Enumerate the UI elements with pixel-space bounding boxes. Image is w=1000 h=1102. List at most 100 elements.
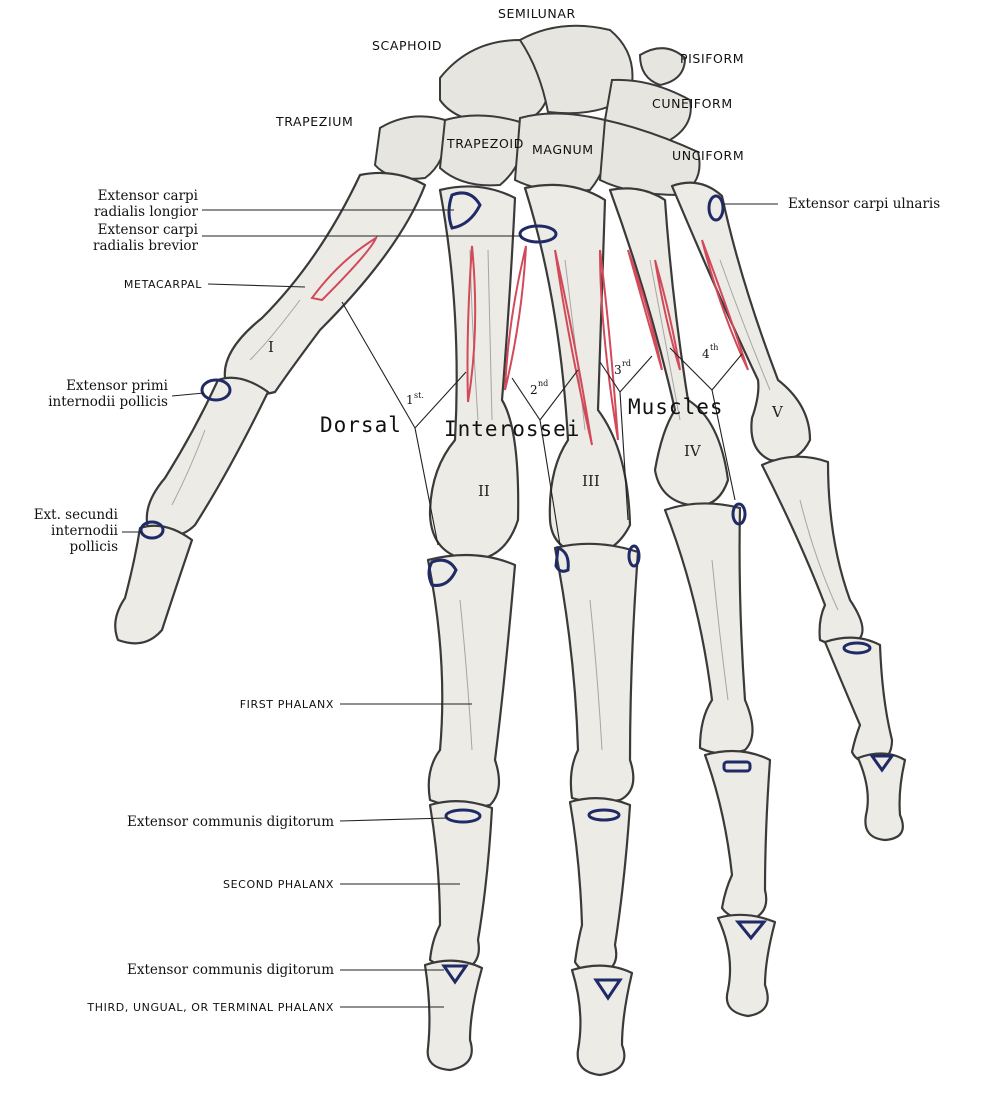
leader-ecd-1 <box>339 817 449 822</box>
metacarpal-i <box>223 171 427 396</box>
ring-finger <box>663 502 777 1018</box>
origin-mark-8 <box>701 239 749 371</box>
leader-epip <box>171 392 205 397</box>
ordinal-second-suffix: nd <box>538 379 548 388</box>
origin-mark-5 <box>599 249 619 441</box>
label-cuneiform: CUNEIFORM <box>652 96 733 111</box>
label-trapezoid: TRAPEZOID <box>446 136 524 151</box>
insertion-epip <box>200 378 232 402</box>
label-trapezium: TRAPEZIUM <box>275 114 353 129</box>
ordinal-fourth: 4 <box>702 347 710 361</box>
label-ecd-2: Extensor communis digitorum <box>127 962 334 978</box>
numeral-ii: II <box>478 482 490 500</box>
carpal-group <box>373 24 701 197</box>
middle-terminal-phalanx <box>570 964 634 1077</box>
label-muscles: Muscles <box>628 395 724 419</box>
origin-mark-6 <box>627 249 663 371</box>
insertion-index-first <box>427 558 458 587</box>
numeral-v: V <box>771 403 784 421</box>
insertion-little-terminal <box>869 754 895 773</box>
label-ecrb-1: Extensor carpi <box>98 222 199 238</box>
interossei-guides <box>341 301 743 546</box>
pisiform-bone <box>638 47 687 87</box>
little-terminal-phalanx <box>856 752 907 842</box>
label-ecrb-2: radialis brevior <box>93 238 199 254</box>
insertion-little-second <box>842 641 872 655</box>
insertion-ecrb <box>518 224 558 244</box>
insertion-middle-second <box>587 808 621 822</box>
insertion-esip <box>139 520 165 540</box>
metacarpal-ii <box>428 185 520 562</box>
label-epip-1: Extensor primi <box>66 378 169 394</box>
ordinal-second: 2 <box>530 383 538 397</box>
metacarpal-numerals: I II III IV V <box>268 338 784 500</box>
label-ecd-1: Extensor communis digitorum <box>127 814 334 830</box>
label-ecrl-1: Extensor carpi <box>98 188 199 204</box>
middle-second-phalanx <box>568 797 632 974</box>
label-interossei: Interossei <box>444 417 580 441</box>
metacarpal-iv <box>608 187 730 507</box>
insertion-middle-first-a <box>554 545 570 573</box>
numeral-i: I <box>268 338 274 356</box>
origin-mark-2 <box>466 245 477 403</box>
insertion-ring-terminal <box>734 920 768 941</box>
ring-terminal-phalanx <box>716 913 777 1018</box>
label-scaphoid: SCAPHOID <box>372 38 442 53</box>
label-esip-2: internodii <box>51 523 119 539</box>
left-labels: Extensor carpi radialis longior Extensor… <box>34 188 335 1014</box>
label-esip-3: pollicis <box>69 539 118 555</box>
thumb-bones <box>114 171 427 645</box>
guide-first <box>341 301 467 429</box>
label-ecrl-2: radialis longior <box>94 204 199 220</box>
carpal-labels: SEMILUNAR SCAPHOID PISIFORM CUNEIFORM TR… <box>275 6 744 163</box>
origin-mark-7 <box>654 259 681 371</box>
little-second-phalanx <box>823 636 894 764</box>
insertion-index-terminal <box>441 964 469 985</box>
numeral-iv: IV <box>684 442 702 460</box>
label-ecu: Extensor carpi ulnaris <box>788 196 940 212</box>
origin-mark-3 <box>504 245 527 391</box>
label-first-phalanx: FIRST PHALANX <box>240 698 334 711</box>
label-metacarpal: METACARPAL <box>124 278 202 291</box>
index-terminal-phalanx <box>423 959 484 1072</box>
insertion-middle-first-b <box>627 544 641 568</box>
ordinal-third-suffix: rd <box>622 359 631 368</box>
label-second-phalanx: SECOND PHALANX <box>223 878 334 891</box>
numeral-iii: III <box>582 472 600 490</box>
insertion-ring-first <box>731 502 747 526</box>
interossei-origins <box>310 235 749 446</box>
ordinal-third: 3 <box>614 363 622 377</box>
ordinal-first-suffix: st. <box>414 391 424 400</box>
label-unciform: UNCIFORM <box>672 148 744 163</box>
leader-lines <box>122 203 778 1008</box>
origin-mark-4 <box>554 249 593 446</box>
leader-metacarpal <box>207 283 306 288</box>
label-third-phalanx: THIRD, UNGUAL, OR TERMINAL PHALANX <box>86 1001 334 1014</box>
insertion-ring-second <box>722 760 752 773</box>
label-epip-2: internodii pollicis <box>48 394 168 410</box>
label-magnum: MAGNUM <box>532 142 594 157</box>
thumb-terminal-phalanx <box>114 524 194 645</box>
ring-first-phalanx <box>663 502 754 755</box>
tendon-insertions <box>139 191 895 1001</box>
origin-mark-1 <box>310 235 379 302</box>
bone-hatching <box>171 249 839 751</box>
interossei-labels: Dorsal Interossei Muscles 1 st. 2 nd 3 r… <box>320 343 724 441</box>
ordinal-fourth-suffix: th <box>710 343 718 352</box>
insertion-ecu <box>707 194 725 222</box>
ordinal-first: 1 <box>406 393 414 407</box>
ring-second-phalanx <box>703 749 772 920</box>
little-first-phalanx <box>760 455 864 646</box>
insertion-index-second <box>444 808 482 824</box>
index-first-phalanx <box>426 553 517 809</box>
label-pisiform: PISIFORM <box>680 51 744 66</box>
index-finger <box>423 553 517 1072</box>
label-esip-1: Ext. secundi <box>34 507 119 523</box>
little-finger <box>760 455 907 842</box>
insertion-ecrl <box>447 191 482 230</box>
index-second-phalanx <box>428 800 494 970</box>
label-dorsal: Dorsal <box>320 413 402 437</box>
trapezium-bone <box>373 115 447 180</box>
